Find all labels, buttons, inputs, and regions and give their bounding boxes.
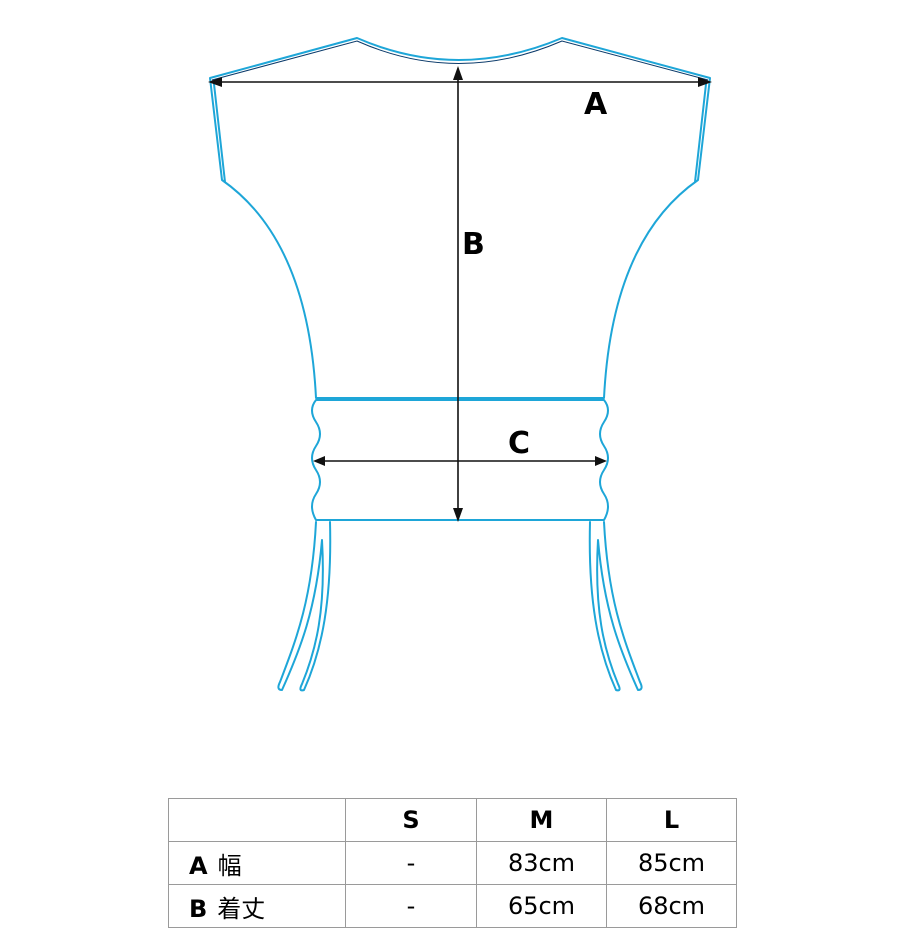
tie-left [277,521,332,692]
measure-b-arrow-top [453,66,463,80]
table-cell: 65cm [476,884,607,928]
label-b: B [462,227,485,262]
measure-b-arrow-bottom [453,508,463,522]
table-cell: 68cm [606,884,737,928]
table-row: B 着丈 - 65cm 68cm [168,884,737,928]
header-cell-blank [168,798,346,842]
garment-body-outline [209,37,711,399]
measure-b: B [453,66,485,522]
measure-a: A [208,77,712,122]
table-cell: - [345,884,477,928]
sleeve-right-edge [694,83,707,183]
measure-c-arrow-right [595,456,607,466]
row-key: B [189,894,208,923]
measure-c-arrow-left [313,456,325,466]
size-table-header-row: S M L [168,798,737,842]
row-key: A [189,851,208,880]
neckline-inner-line [211,40,709,81]
garment-diagram: A B C [208,37,712,692]
row-label-b: B 着丈 [168,884,346,928]
measure-c: C [313,426,607,466]
tie-right [588,521,643,692]
table-cell: - [345,841,477,885]
measure-a-arrow-left [208,77,222,87]
header-cell-l: L [606,798,737,842]
row-name: 幅 [217,851,242,880]
table-cell: 85cm [606,841,737,885]
label-a: A [584,87,608,122]
waistband [311,399,609,521]
garment-outline [209,37,711,692]
row-name: 着丈 [217,894,266,923]
header-cell-s: S [345,798,477,842]
measure-a-arrow-right [698,77,712,87]
sleeve-left-edge [213,83,226,183]
header-cell-m: M [476,798,607,842]
table-cell: 83cm [476,841,607,885]
label-c: C [508,426,530,461]
